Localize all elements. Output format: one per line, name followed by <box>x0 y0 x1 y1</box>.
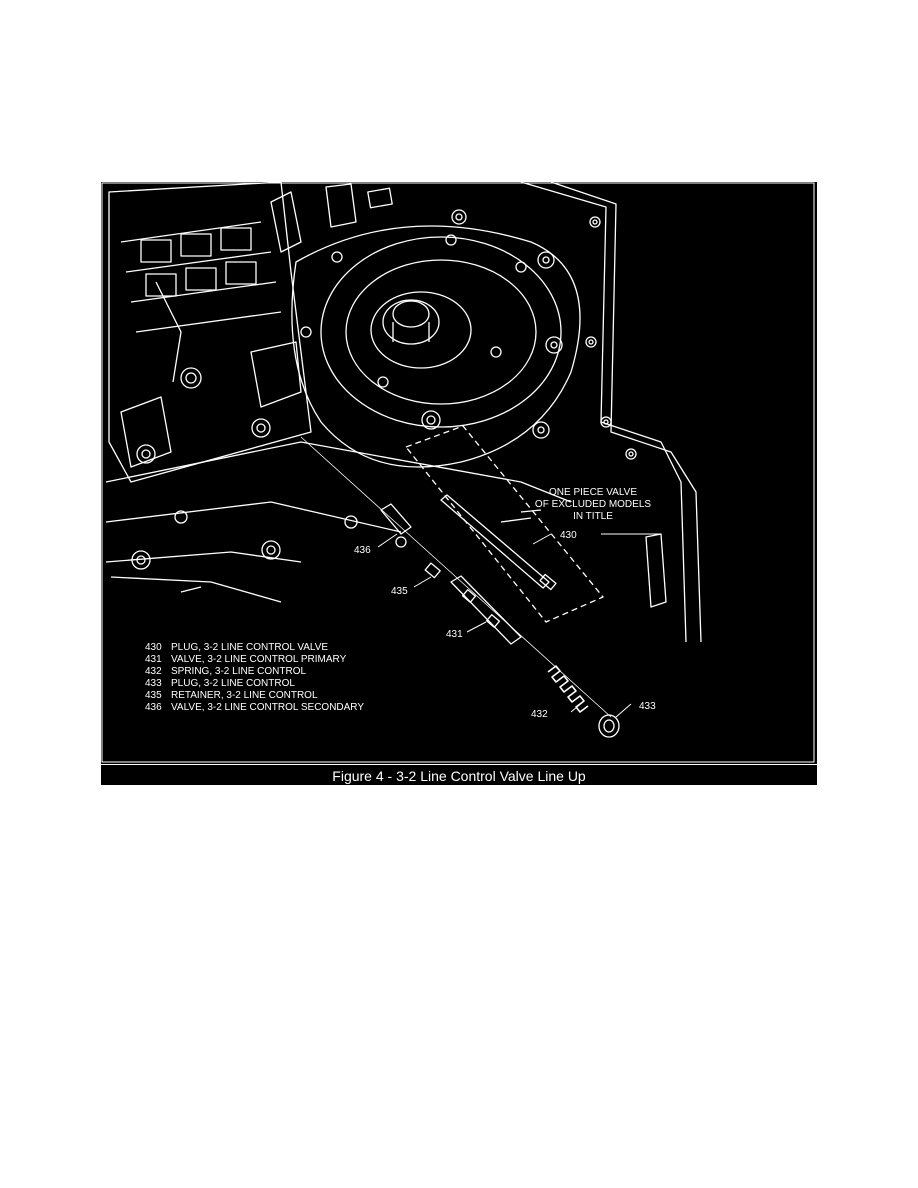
parts-legend: 430 PLUG, 3-2 LINE CONTROL VALVE 431 VAL… <box>145 642 364 713</box>
callout-433: 433 <box>639 701 656 712</box>
legend-text-433: PLUG, 3-2 LINE CONTROL <box>171 678 295 689</box>
figure-caption: Figure 4 - 3-2 Line Control Valve Line U… <box>332 768 586 784</box>
figure-panel: ONE PIECE VALVE OF EXCLUDED MODELS IN TI… <box>101 182 817 785</box>
legend-text-430: PLUG, 3-2 LINE CONTROL VALVE <box>171 642 328 653</box>
legend-text-436: VALVE, 3-2 LINE CONTROL SECONDARY <box>171 702 364 713</box>
valve-body <box>108 182 393 483</box>
callout-430: 430 <box>560 530 577 541</box>
note-line-3: IN TITLE <box>573 511 613 522</box>
legend-num-431: 431 <box>145 654 162 665</box>
callout-436: 436 <box>354 545 371 556</box>
note-line-1: ONE PIECE VALVE <box>549 487 637 498</box>
leader-lines <box>377 533 661 718</box>
legend-num-436: 436 <box>145 702 162 713</box>
exploded-parts <box>300 436 620 738</box>
legend-text-432: SPRING, 3-2 LINE CONTROL <box>171 666 306 677</box>
callout-432: 432 <box>531 709 548 720</box>
legend-num-433: 433 <box>145 678 162 689</box>
legend-num-430: 430 <box>145 642 162 653</box>
lower-case <box>105 441 572 603</box>
case-flange <box>520 182 702 643</box>
servo-housing <box>291 209 581 468</box>
illustration-border <box>101 182 815 763</box>
legend-num-432: 432 <box>145 666 162 677</box>
legend-text-435: RETAINER, 3-2 LINE CONTROL <box>171 690 318 701</box>
legend-num-435: 435 <box>145 690 162 701</box>
callout-431: 431 <box>446 629 463 640</box>
transmission-illustration: ONE PIECE VALVE OF EXCLUDED MODELS IN TI… <box>101 182 815 763</box>
one-piece-valve-outline <box>405 425 604 623</box>
note-line-2: OF EXCLUDED MODELS <box>535 499 651 510</box>
caption-bar: Figure 4 - 3-2 Line Control Valve Line U… <box>101 764 817 785</box>
legend-text-431: VALVE, 3-2 LINE CONTROL PRIMARY <box>171 654 347 665</box>
one-piece-valve <box>440 494 557 591</box>
callout-435: 435 <box>391 586 408 597</box>
